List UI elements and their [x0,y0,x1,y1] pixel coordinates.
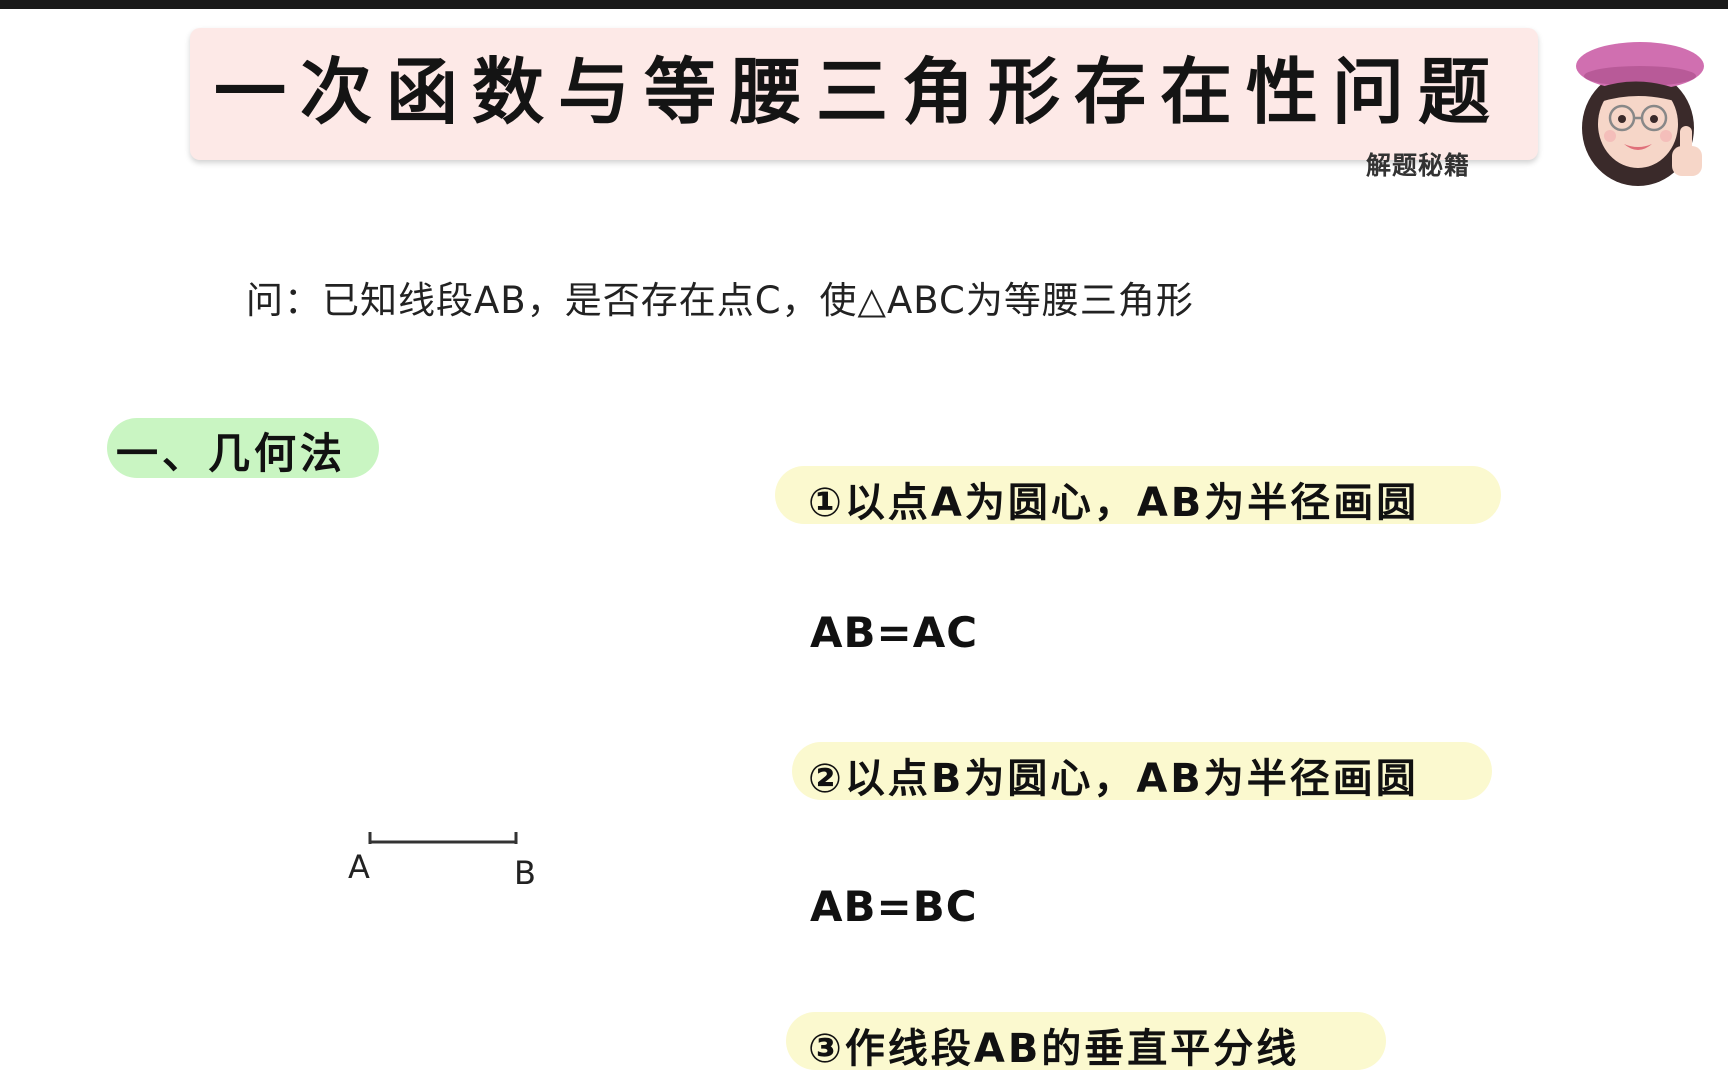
section-heading-highlight [107,418,379,478]
step-3-highlight [786,1012,1386,1070]
question-text: 问：已知线段AB，是否存在点C，使△ABC为等腰三角形 [246,279,1194,322]
section-heading: 一、几何法 [116,429,347,478]
presenter-avatar-image [1576,42,1704,186]
point-b-label: B [514,854,536,892]
title-banner [190,28,1538,160]
step-3-label: ③作线段AB的垂直平分线 [808,1026,1300,1072]
step-1-label: ①以点A为圆心，AB为半径画圆 [808,480,1420,526]
step-2-highlight [792,742,1492,800]
series-tag: 解题秘籍 [1366,151,1471,180]
page-title: 一次函数与等腰三角形存在性问题 [214,50,1505,134]
top-bar [0,0,1728,9]
step-1-highlight [775,466,1501,524]
point-a-label: A [348,848,370,886]
step-1-result: AB=AC [810,608,979,657]
segment-ab-figure: A B [348,832,536,892]
step-2-result: AB=BC [810,882,978,931]
step-2-label: ②以点B为圆心，AB为半径画圆 [808,756,1419,802]
